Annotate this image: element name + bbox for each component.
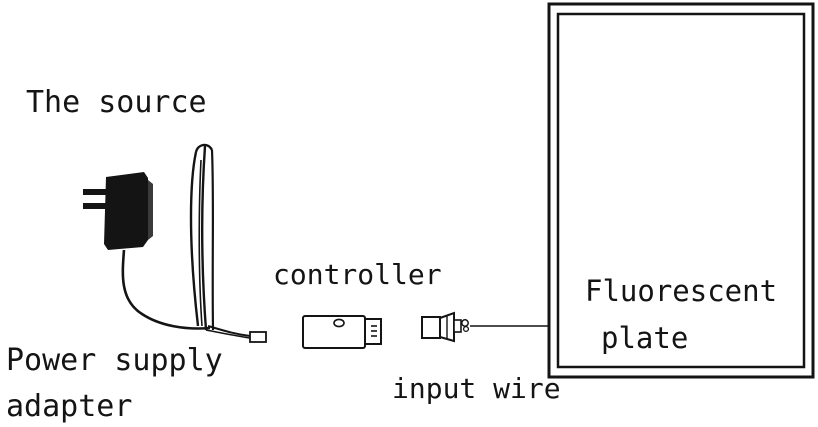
label-fluorescent: Fluorescent — [585, 274, 778, 308]
label-input-wire: input wire — [392, 372, 561, 405]
label-adapter: adapter — [6, 389, 133, 424]
label-plate: plate — [601, 321, 689, 355]
fluorescent-plate-icon — [547, 2, 815, 379]
usb-controller-icon — [302, 315, 382, 349]
label-controller: controller — [273, 258, 442, 291]
label-the-source: The source — [26, 85, 207, 120]
power-adapter-icon — [83, 143, 267, 343]
input-wire-plug-icon — [421, 311, 549, 343]
label-power-supply: Power supply — [6, 343, 223, 378]
